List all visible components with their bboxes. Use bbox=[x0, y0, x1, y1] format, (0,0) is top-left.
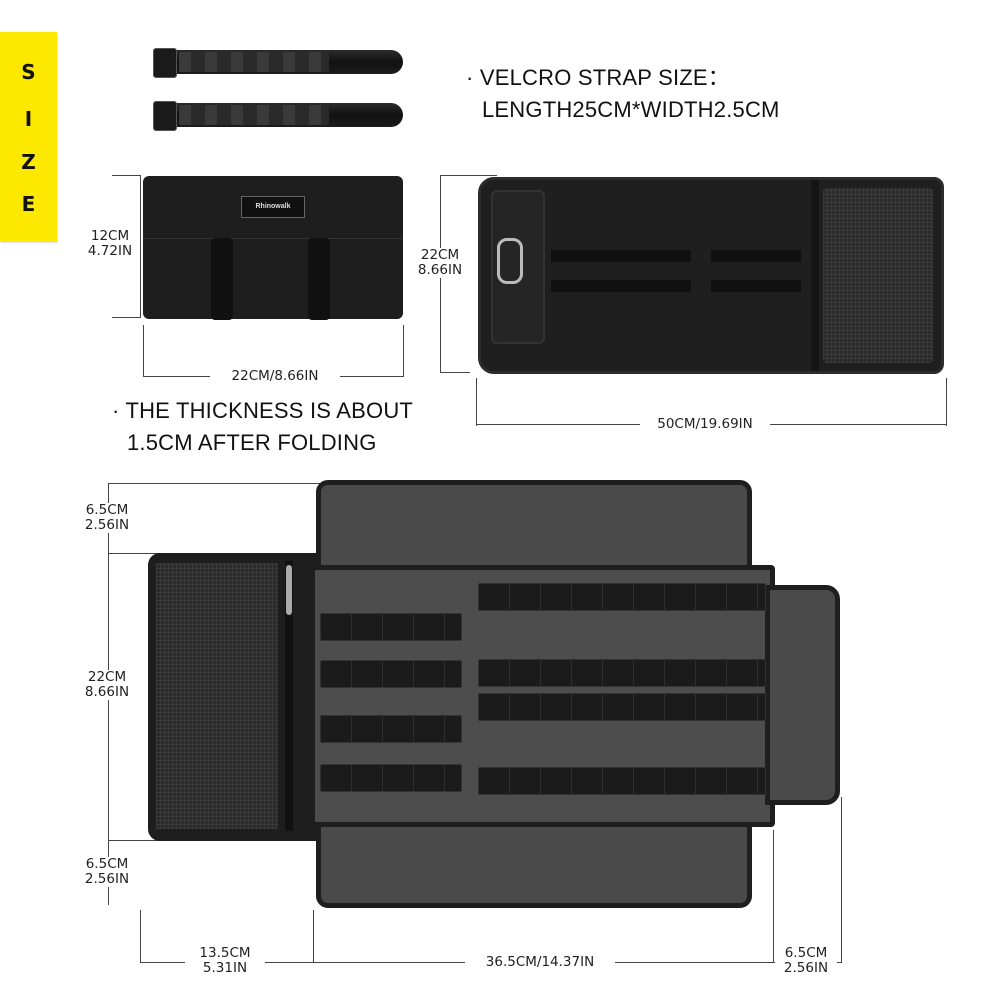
strap-loop bbox=[711, 280, 801, 292]
dim-text: 6.5CM bbox=[85, 856, 129, 872]
middle-height-label: 22CM 8.66IN bbox=[77, 670, 137, 700]
dim-text: 8.66IN bbox=[84, 684, 130, 700]
size-letter: I bbox=[24, 107, 33, 131]
dim-text: 12CM bbox=[90, 228, 130, 244]
strap-loop bbox=[551, 250, 691, 262]
dim-text: 6.5CM bbox=[784, 945, 828, 961]
elastic-loop-short bbox=[320, 660, 462, 688]
size-letter: S bbox=[21, 60, 36, 84]
strap-hook-section bbox=[179, 52, 329, 72]
dimension-line bbox=[140, 910, 141, 962]
brand-logo: Rhinowalk bbox=[241, 196, 305, 218]
elastic-loop-short bbox=[320, 715, 462, 743]
dim-text: 22CM bbox=[87, 669, 127, 685]
thickness-note: · THE THICKNESS IS ABOUT 1.5CM AFTER FOL… bbox=[112, 395, 413, 459]
dimension-line bbox=[108, 840, 168, 841]
dim-text: 2.56IN bbox=[783, 960, 829, 976]
dim-text: 6.5CM bbox=[85, 502, 129, 518]
size-tag: S I Z E bbox=[0, 32, 57, 242]
dimension-line bbox=[403, 325, 404, 377]
strap-buckle-icon bbox=[153, 48, 177, 78]
size-letter: Z bbox=[21, 150, 36, 174]
mesh-pocket bbox=[823, 188, 933, 363]
note-line: · THE THICKNESS IS ABOUT bbox=[112, 398, 414, 423]
buckle-icon bbox=[308, 238, 330, 320]
dimension-line bbox=[108, 483, 338, 484]
top-flap-label: 6.5CM 2.56IN bbox=[77, 503, 137, 533]
dim-text: 13.5CM bbox=[199, 945, 251, 961]
bottom-flap-label: 6.5CM 2.56IN bbox=[77, 857, 137, 887]
dimension-line bbox=[841, 797, 842, 962]
center-width-label: 36.5CM/14.37IN bbox=[465, 955, 615, 970]
front-pocket bbox=[491, 190, 545, 344]
strap-buckle-icon bbox=[153, 101, 177, 131]
flap-seam bbox=[143, 238, 403, 239]
folded-height-label: 12CM 4.72IN bbox=[80, 229, 140, 259]
dimension-line bbox=[140, 175, 141, 318]
dimension-line bbox=[112, 175, 140, 176]
elastic-loop-long bbox=[478, 767, 766, 795]
dim-text: 8.66IN bbox=[417, 262, 463, 278]
dimension-line bbox=[773, 830, 774, 962]
carabiner-icon bbox=[497, 238, 523, 284]
folded-width-label: 22CM/8.66IN bbox=[210, 369, 340, 384]
note-line: 1.5CM AFTER FOLDING bbox=[127, 430, 377, 455]
elastic-loop-long bbox=[478, 583, 766, 611]
zipper bbox=[811, 180, 819, 371]
velcro-strap-image bbox=[153, 101, 403, 131]
dim-text: 4.72IN bbox=[87, 243, 133, 259]
mesh-panel bbox=[148, 553, 318, 841]
velcro-strap-image bbox=[153, 48, 403, 78]
zipper-pull-icon bbox=[286, 565, 292, 615]
elastic-loop-short bbox=[320, 764, 462, 792]
mesh-pocket bbox=[156, 563, 278, 829]
elastic-loop-long bbox=[478, 693, 766, 721]
velcro-strap-note: · VELCRO STRAP SIZE： LENGTH25CM*WIDTH2.5… bbox=[466, 62, 780, 126]
dimension-line bbox=[476, 378, 477, 426]
dimension-line bbox=[440, 175, 497, 176]
note-line: · VELCRO STRAP SIZE： bbox=[466, 65, 730, 90]
dimension-line bbox=[440, 372, 470, 373]
note-line: LENGTH25CM*WIDTH2.5CM bbox=[482, 97, 780, 122]
right-flap bbox=[765, 585, 840, 805]
bottom-flap bbox=[316, 815, 752, 908]
dimension-line bbox=[112, 317, 140, 318]
dim-text: 5.31IN bbox=[202, 960, 248, 976]
dimension-line bbox=[108, 553, 168, 554]
folded-case-image: Rhinowalk bbox=[143, 176, 403, 320]
elastic-loop-long bbox=[478, 659, 766, 687]
buckle-icon bbox=[211, 238, 233, 320]
dim-text: 2.56IN bbox=[84, 871, 130, 887]
dim-text: 2.56IN bbox=[84, 517, 130, 533]
size-letter: E bbox=[21, 192, 36, 216]
dimension-line bbox=[946, 378, 947, 426]
rolled-width-label: 50CM/19.69IN bbox=[640, 417, 770, 432]
right-flap-width-label: 6.5CM 2.56IN bbox=[775, 946, 837, 976]
strap-hook-section bbox=[179, 105, 329, 125]
left-panel-width-label: 13.5CM 5.31IN bbox=[185, 946, 265, 976]
rolled-height-label: 22CM 8.66IN bbox=[410, 248, 470, 278]
rolled-case-image bbox=[478, 177, 944, 374]
zipper bbox=[285, 561, 293, 831]
dim-text: 22CM bbox=[420, 247, 460, 263]
strap-loop bbox=[551, 280, 691, 292]
dimension-line bbox=[143, 325, 144, 377]
elastic-loop-short bbox=[320, 613, 462, 641]
dimension-line bbox=[313, 910, 314, 962]
strap-loop bbox=[711, 250, 801, 262]
